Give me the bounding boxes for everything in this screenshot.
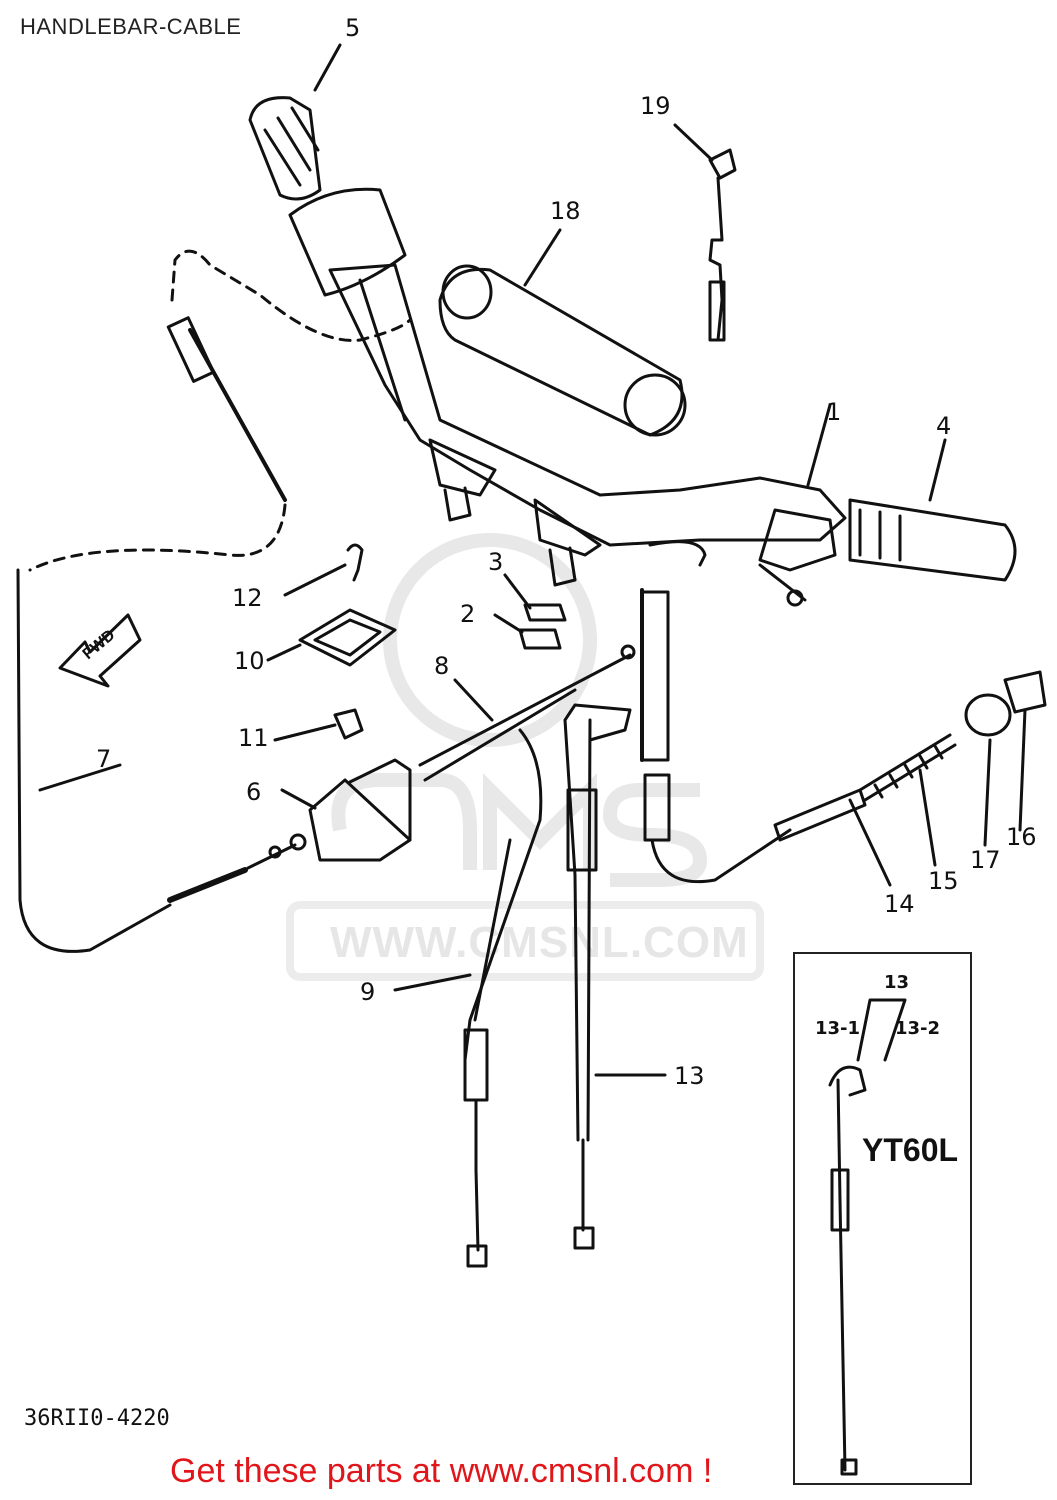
callout-6: 6 (246, 778, 262, 806)
brake-lever (758, 508, 837, 572)
callout-5: 5 (345, 14, 361, 42)
diagram-title: HANDLEBAR-CABLE (20, 14, 242, 39)
watermark-url: WWW.CMSNL.COM (330, 918, 749, 967)
callout-8: 8 (434, 652, 450, 680)
cable-8 (418, 653, 632, 767)
variant-cable (836, 1078, 847, 1472)
callout-12: 12 (232, 584, 263, 612)
variant-callout-13: 13 (884, 972, 910, 993)
part-17 (964, 693, 1012, 737)
callout-2: 2 (460, 600, 476, 628)
cable-9 (463, 728, 543, 1062)
part-3 (523, 603, 567, 622)
variant-callout-13-2: 13-2 (895, 1018, 941, 1039)
cable-7 (16, 568, 172, 953)
left-switch-housing (288, 187, 407, 297)
switch-6 (308, 778, 412, 862)
callout-7: 7 (96, 745, 112, 773)
callout-16: 16 (1006, 823, 1037, 851)
part-12 (346, 543, 364, 582)
handlebar-clamp-right (533, 498, 602, 557)
part-10 (298, 608, 397, 667)
callout-1: 1 (826, 398, 842, 426)
part-2 (518, 628, 562, 650)
callout-13: 13 (674, 1062, 705, 1090)
callout-17: 17 (970, 846, 1001, 874)
fwd-arrow (58, 613, 142, 688)
cta-link[interactable]: Get these parts at www.cmsnl.com ! (170, 1452, 713, 1490)
throttle-grip (438, 267, 684, 437)
ignition-key (708, 148, 737, 180)
callout-18: 18 (550, 197, 581, 225)
left-grip (248, 96, 322, 201)
handlebar-clamp-left (428, 438, 497, 497)
part-16 (1003, 670, 1047, 714)
right-grip (848, 498, 1017, 582)
callout-15: 15 (928, 867, 959, 895)
callout-14: 14 (884, 890, 915, 918)
drawing-number: 36RII0-4220 (24, 1406, 170, 1431)
callout-19: 19 (640, 92, 671, 120)
callout-10: 10 (234, 647, 265, 675)
variant-box (793, 952, 972, 1485)
fwd-label: FWD (80, 627, 119, 663)
callout-9: 9 (360, 978, 376, 1006)
variant-label: YT60L (862, 1132, 959, 1168)
callout-3: 3 (488, 548, 504, 576)
callout-4: 4 (936, 412, 952, 440)
part-11 (333, 708, 364, 740)
cable-13 (563, 718, 580, 1142)
variant-callout-13-1: 13-1 (815, 1018, 861, 1039)
spring-15 (858, 733, 957, 802)
cable-14 (648, 540, 707, 567)
callout-11: 11 (238, 724, 269, 752)
